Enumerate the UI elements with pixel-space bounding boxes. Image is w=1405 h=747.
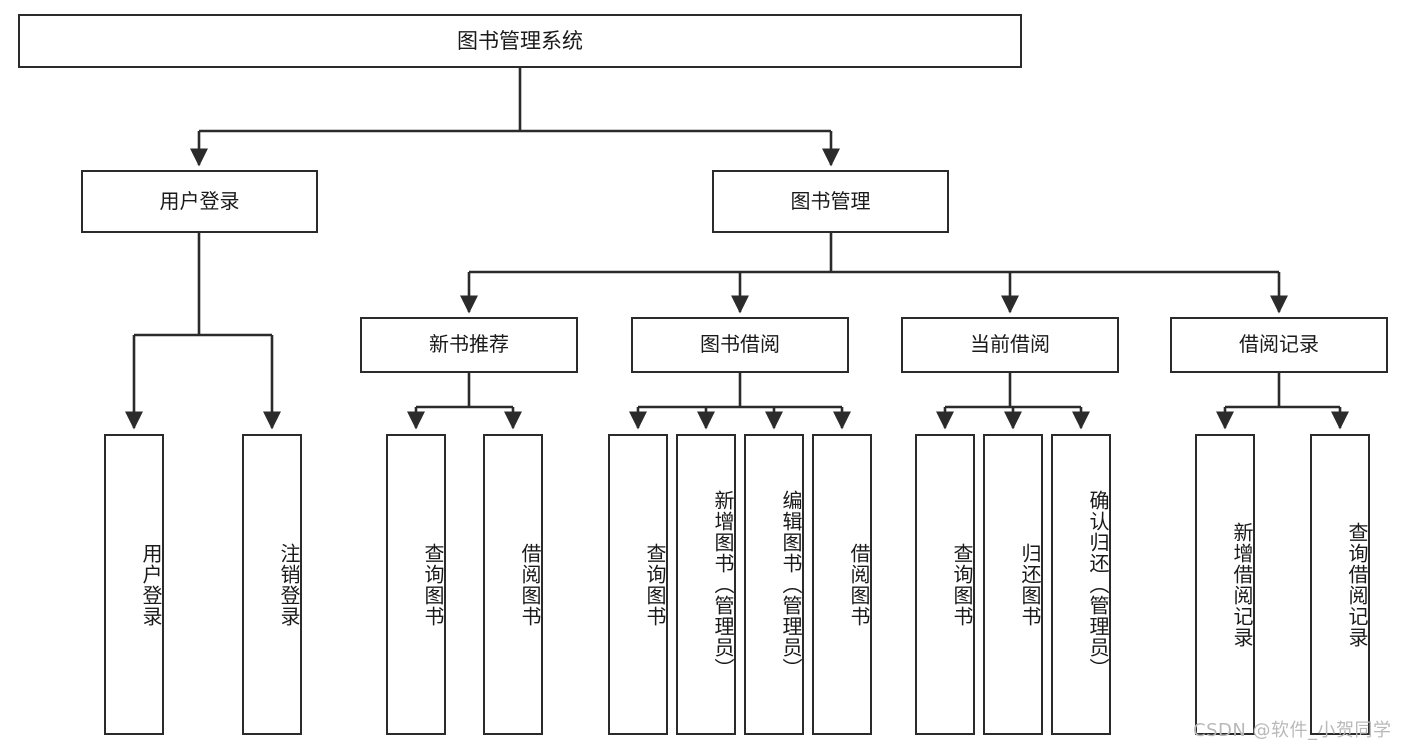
leaf-book-borrow-borrow-book[interactable]: 借阅图书	[812, 434, 872, 735]
node-label: 图书管理	[790, 188, 871, 213]
node-label: 图书管理系统	[457, 28, 583, 53]
leaf-current-borrow-confirm-return-admin[interactable]: 确认归还（管理员）	[1051, 434, 1111, 735]
node-book-borrow[interactable]: 图书借阅	[631, 317, 849, 373]
node-current-borrow[interactable]: 当前借阅	[901, 317, 1119, 373]
leaf-current-borrow-query-book[interactable]: 查询图书	[915, 434, 975, 735]
node-borrow-records[interactable]: 借阅记录	[1170, 317, 1388, 373]
node-root-book-management-system[interactable]: 图书管理系统	[18, 14, 1022, 68]
node-label: 确认归还（管理员）	[1086, 490, 1110, 679]
node-book-management[interactable]: 图书管理	[712, 170, 949, 233]
leaf-borrow-records-query-record[interactable]: 查询借阅记录	[1310, 434, 1370, 735]
watermark-text: CSDN @软件_小贺同学	[1193, 720, 1392, 741]
node-label: 借阅记录	[1239, 332, 1319, 357]
leaf-borrow-records-add-record[interactable]: 新增借阅记录	[1195, 434, 1255, 735]
node-label: 用户登录	[139, 542, 163, 627]
leaf-book-borrow-add-book-admin[interactable]: 新增图书（管理员）	[676, 434, 736, 735]
csdn-watermark: CSDN @软件_小贺同学	[1193, 716, 1392, 742]
node-label: 用户登录	[159, 188, 240, 213]
leaf-book-borrow-edit-book-admin[interactable]: 编辑图书（管理员）	[744, 434, 804, 735]
leaf-book-borrow-query-book[interactable]: 查询图书	[608, 434, 668, 735]
leaf-new-book-query-book[interactable]: 查询图书	[386, 434, 446, 735]
node-label: 查询借阅记录	[1345, 521, 1369, 648]
node-label: 借阅图书	[518, 542, 542, 627]
node-label: 查询图书	[421, 542, 445, 627]
node-label: 借阅图书	[847, 542, 871, 627]
node-label: 查询图书	[643, 542, 667, 627]
node-label: 注销登录	[277, 542, 301, 627]
node-label: 图书借阅	[700, 332, 780, 357]
node-user-login[interactable]: 用户登录	[81, 170, 318, 233]
node-label: 归还图书	[1018, 542, 1042, 627]
node-label: 编辑图书（管理员）	[779, 490, 803, 679]
leaf-current-borrow-return-book[interactable]: 归还图书	[983, 434, 1043, 735]
node-new-book-recommend[interactable]: 新书推荐	[360, 317, 578, 373]
leaf-user-login-logout[interactable]: 注销登录	[242, 434, 302, 735]
leaf-new-book-borrow-book[interactable]: 借阅图书	[483, 434, 543, 735]
node-label: 新书推荐	[429, 332, 509, 357]
node-label: 新增图书（管理员）	[711, 490, 735, 679]
node-label: 新增借阅记录	[1230, 521, 1254, 648]
node-label: 当前借阅	[970, 332, 1050, 357]
leaf-user-login-login[interactable]: 用户登录	[104, 434, 164, 735]
node-label: 查询图书	[950, 542, 974, 627]
